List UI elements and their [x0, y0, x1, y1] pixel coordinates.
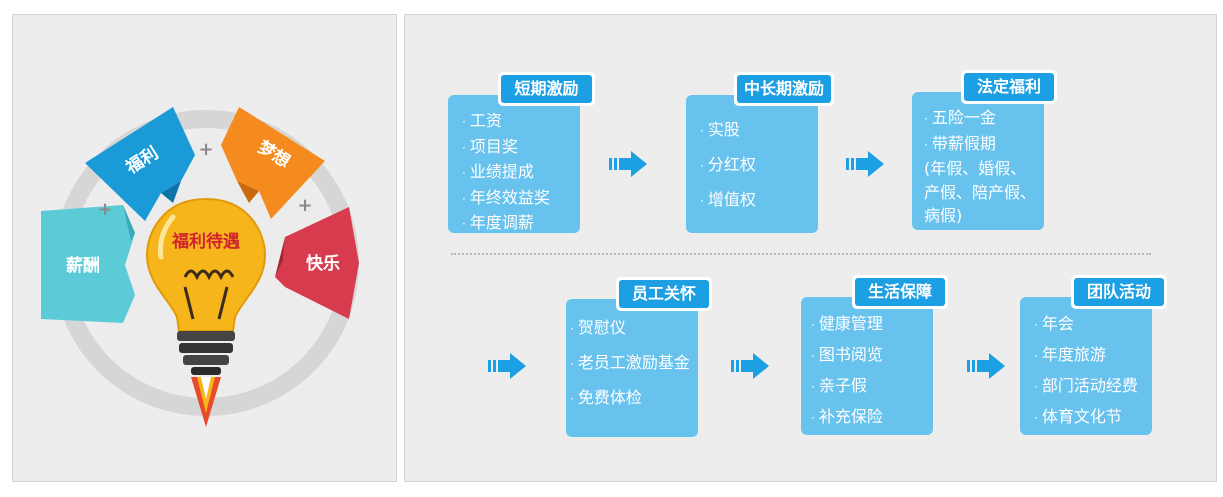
- card-items: ·贺慰仪 ·老员工激励基金 ·免费体检: [570, 311, 690, 416]
- list-item: ·健康管理: [811, 314, 883, 333]
- card-title-short-term-incentive: 短期激励: [498, 72, 595, 106]
- card-title-team-activities: 团队活动: [1071, 275, 1167, 309]
- list-item: ·工资: [462, 111, 502, 130]
- card-title-employee-care: 员工关怀: [616, 277, 712, 311]
- card-items: ·工资 ·项目奖 ·业绩提成 ·年终效益奖 ·年度调薪: [462, 109, 550, 237]
- card-items: ·实股 ·分红权 ·增值权: [700, 113, 756, 218]
- arrow-right-icon: [731, 353, 769, 379]
- segment-label-happy: 快乐: [306, 253, 340, 274]
- card-items: ·健康管理 ·图书阅览 ·亲子假 ·补充保险: [811, 309, 883, 433]
- arrow-right-icon: [967, 353, 1005, 379]
- card-life-security: ·健康管理 ·图书阅览 ·亲子假 ·补充保险: [801, 297, 933, 435]
- list-item: ·图书阅览: [811, 345, 883, 364]
- plus-sign-top: +: [198, 139, 213, 160]
- row-divider: [451, 253, 1151, 255]
- segment-dream: 梦想: [221, 107, 325, 219]
- center-label: 福利待遇: [171, 231, 240, 252]
- card-statutory-welfare: ·五险一金 ·带薪假期 (年假、婚假、 产假、陪产假、 病假): [912, 92, 1044, 230]
- list-item: ·年终效益奖: [462, 187, 550, 207]
- welfare-detail-panel: ·工资 ·项目奖 ·业绩提成 ·年终效益奖 ·年度调薪 短期激励 ·实股 ·分红…: [404, 14, 1217, 482]
- segment-welfare: 福利: [85, 107, 195, 221]
- arrow-right-icon: [488, 353, 526, 379]
- arrow-right-icon: [846, 151, 884, 177]
- list-item: 病假): [924, 206, 963, 225]
- card-items: ·年会 ·年度旅游 ·部门活动经费 ·体育文化节: [1034, 309, 1138, 433]
- list-item: ·带薪假期: [924, 133, 996, 153]
- list-item: 产假、陪产假、: [924, 182, 1037, 202]
- list-item: ·增值权: [700, 190, 756, 209]
- card-items: ·五险一金 ·带薪假期 (年假、婚假、 产假、陪产假、 病假): [924, 106, 1036, 228]
- segment-label-salary: 薪酬: [66, 256, 100, 276]
- plus-sign-right: +: [297, 195, 312, 216]
- welfare-diagram-panel: 薪酬 福利 梦想 快乐 + + +: [12, 14, 397, 482]
- arrow-right-icon: [609, 151, 647, 177]
- list-item: ·实股: [700, 120, 740, 139]
- list-item: ·业绩提成: [462, 162, 534, 181]
- list-item: ·贺慰仪: [570, 318, 626, 337]
- list-item: ·亲子假: [811, 376, 867, 395]
- list-item: ·老员工激励基金: [570, 353, 690, 372]
- list-item: ·分红权: [700, 155, 756, 174]
- card-long-term-incentive: ·实股 ·分红权 ·增值权: [686, 95, 818, 233]
- list-item: ·年度调薪: [462, 213, 534, 232]
- list-item: ·补充保险: [811, 407, 883, 426]
- welfare-wheel-diagram: 薪酬 福利 梦想 快乐 + + +: [41, 107, 359, 427]
- card-short-term-incentive: ·工资 ·项目奖 ·业绩提成 ·年终效益奖 ·年度调薪: [448, 95, 580, 233]
- card-title-statutory-welfare: 法定福利: [961, 70, 1057, 104]
- list-item: ·体育文化节: [1034, 407, 1122, 426]
- card-employee-care: ·贺慰仪 ·老员工激励基金 ·免费体检: [566, 299, 698, 437]
- list-item: ·部门活动经费: [1034, 376, 1138, 395]
- list-item: ·免费体检: [570, 388, 642, 407]
- segment-happy: 快乐: [275, 207, 359, 319]
- lightbulb-icon: [145, 197, 267, 427]
- card-title-life-security: 生活保障: [852, 275, 948, 309]
- list-item: ·年会: [1034, 314, 1074, 333]
- list-item: (年假、婚假、: [924, 159, 1027, 178]
- plus-sign-left: +: [97, 199, 112, 220]
- list-item: ·年度旅游: [1034, 345, 1106, 364]
- segment-salary: 薪酬: [41, 205, 135, 323]
- list-item: ·五险一金: [924, 108, 996, 127]
- card-team-activities: ·年会 ·年度旅游 ·部门活动经费 ·体育文化节: [1020, 297, 1152, 435]
- list-item: ·项目奖: [462, 136, 518, 156]
- card-title-long-term-incentive: 中长期激励: [734, 72, 834, 106]
